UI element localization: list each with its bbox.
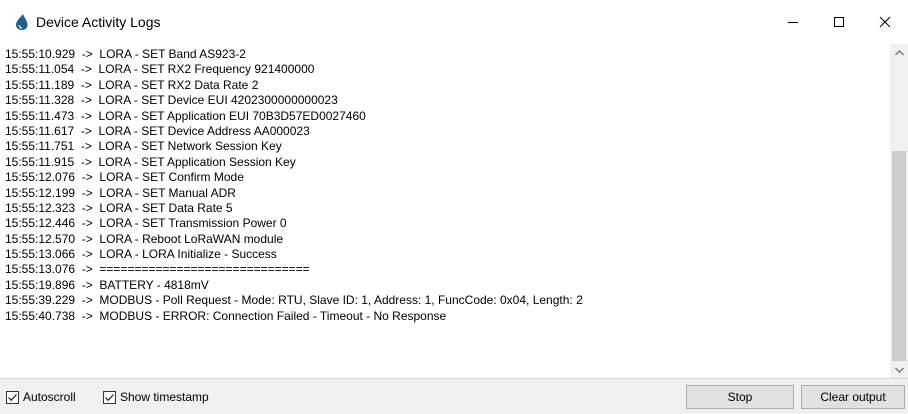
scroll-down-button[interactable] [890,361,908,378]
log-line: 15:55:11.054 -> LORA - SET RX2 Frequency… [5,62,315,77]
maximize-button[interactable] [816,0,862,44]
log-line: 15:55:12.199 -> LORA - SET Manual ADR [5,185,236,200]
minimize-button[interactable] [770,0,816,44]
scroll-up-button[interactable] [890,44,908,61]
show-timestamp-label: Show timestamp [120,390,209,404]
log-line: 15:55:12.076 -> LORA - SET Confirm Mode [5,170,244,185]
log-line: 15:55:11.617 -> LORA - SET Device Addres… [5,123,310,138]
autoscroll-label: Autoscroll [23,390,76,404]
vertical-scrollbar[interactable] [890,44,908,378]
scroll-thumb[interactable] [892,151,906,361]
log-line: 15:55:40.738 -> MODBUS - ERROR: Connecti… [5,308,447,323]
log-line: 15:55:11.473 -> LORA - SET Application E… [5,108,366,123]
chevron-down-icon [894,367,904,373]
title-bar: Device Activity Logs [0,0,908,44]
show-timestamp-checkbox[interactable]: Show timestamp [103,390,209,404]
footer-bar: Autoscroll Show timestamp Stop Clear out… [0,378,908,414]
stop-button[interactable]: Stop [686,385,794,409]
log-line: 15:55:12.446 -> LORA - SET Transmission … [5,216,287,231]
clear-output-button[interactable]: Clear output [801,385,905,409]
checkmark-icon [8,393,17,401]
checkbox-box[interactable] [103,390,116,404]
close-button[interactable] [862,0,908,44]
window-title: Device Activity Logs [36,14,161,30]
log-line: 15:55:12.323 -> LORA - SET Data Rate 5 [5,200,233,215]
minimize-icon [788,22,798,23]
water-drop-icon [14,13,30,31]
autoscroll-checkbox[interactable]: Autoscroll [6,390,76,404]
log-line: 15:55:11.328 -> LORA - SET Device EUI 42… [5,93,338,108]
log-line: 15:55:19.896 -> BATTERY - 4818mV [5,277,209,292]
log-line: 15:55:10.929 -> LORA - SET Band AS923-2 [5,47,246,61]
log-line: 15:55:13.076 -> ========================… [5,262,310,277]
checkbox-box[interactable] [6,390,19,404]
log-line: 15:55:11.751 -> LORA - SET Network Sessi… [5,139,282,154]
log-line: 15:55:12.570 -> LORA - Reboot LoRaWAN mo… [5,231,284,246]
close-icon [879,16,891,28]
log-line: 15:55:11.189 -> LORA - SET RX2 Data Rate… [5,77,259,92]
log-line: 15:55:39.229 -> MODBUS - Poll Request - … [5,293,583,308]
log-line: 15:55:11.915 -> LORA - SET Application S… [5,154,296,169]
log-line: 15:55:13.066 -> LORA - LORA Initialize -… [5,247,277,262]
maximize-icon [834,17,844,27]
checkmark-icon [105,393,114,401]
chevron-up-icon [894,49,904,55]
